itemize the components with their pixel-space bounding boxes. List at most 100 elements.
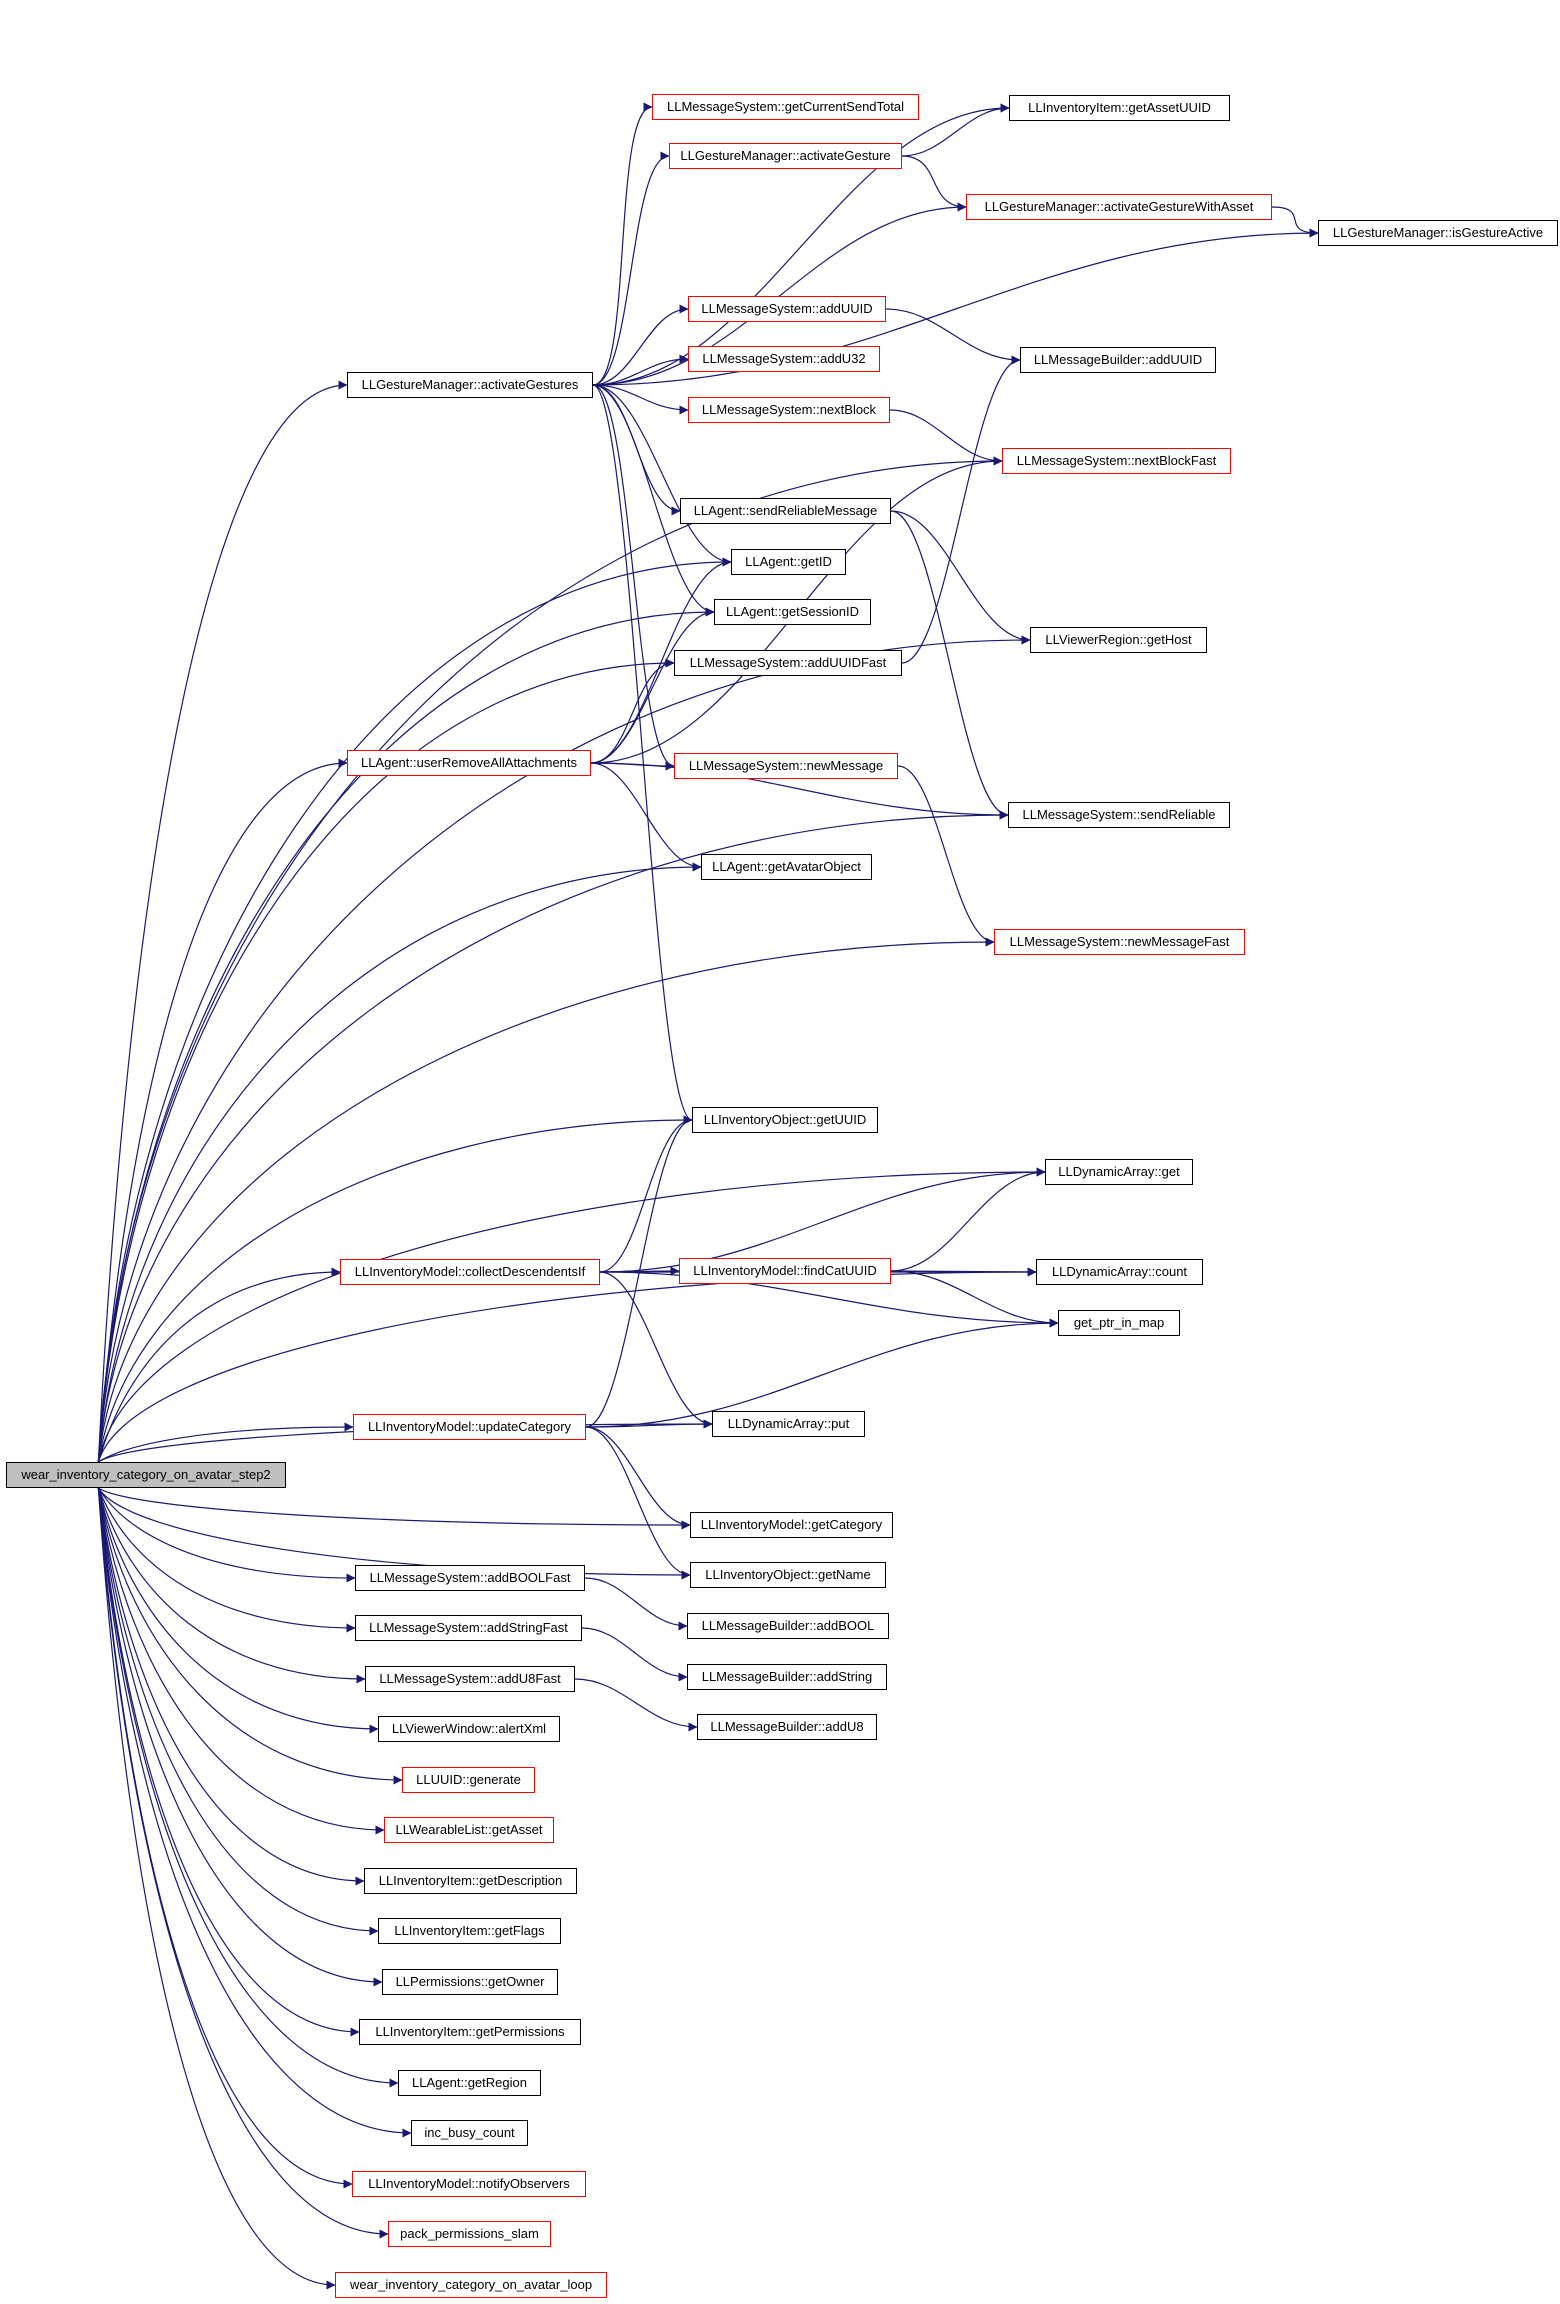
node-getdesc[interactable]: LLInventoryItem::getDescription	[364, 1868, 577, 1894]
node-lwgestures[interactable]: LLGestureManager::activateGestures	[347, 372, 593, 398]
node-dynput[interactable]: LLDynamicArray::put	[712, 1411, 865, 1437]
edge-addstringfast-to-mbaddstring	[581, 1627, 688, 1682]
edge-lwgestures-to-msgadduuid	[592, 304, 689, 386]
node-wearloop[interactable]: wear_inventory_category_on_avatar_loop	[335, 2272, 607, 2298]
edge-root-to-addboolfast	[97, 1487, 356, 1583]
edge-root-to-collect	[97, 1267, 341, 1463]
node-collect[interactable]: LLInventoryModel::collectDescendentsIf	[340, 1259, 600, 1285]
edge-root-to-getperms	[97, 1487, 360, 2037]
node-updatecat[interactable]: LLInventoryModel::updateCategory	[353, 1414, 586, 1440]
edge-root-to-getowner	[97, 1487, 383, 1987]
node-addu8fast[interactable]: LLMessageSystem::addU8Fast	[365, 1666, 575, 1692]
node-addu32[interactable]: LLMessageSystem::addU32	[688, 346, 880, 372]
node-addboolfast[interactable]: LLMessageSystem::addBOOLFast	[355, 1565, 585, 1591]
node-getasset[interactable]: LLWearableList::getAsset	[384, 1817, 554, 1843]
node-getptr[interactable]: get_ptr_in_map	[1058, 1310, 1180, 1336]
edge-root-to-getavatarobj	[97, 862, 702, 1463]
edge-root-to-alertxml	[97, 1487, 379, 1734]
node-msgadduuid[interactable]: LLMessageSystem::addUUID	[688, 296, 886, 322]
node-newmessagefast[interactable]: LLMessageSystem::newMessageFast	[994, 929, 1245, 955]
node-objgetuuid[interactable]: LLInventoryObject::getUUID	[692, 1107, 878, 1133]
edge-root-to-addstringfast	[97, 1487, 356, 1633]
node-findcatuuid[interactable]: LLInventoryModel::findCatUUID	[679, 1258, 891, 1284]
node-packperms[interactable]: pack_permissions_slam	[388, 2221, 551, 2247]
edge-updatecat-to-objgetname	[585, 1426, 691, 1580]
edge-uselremove-to-adduuidfast	[590, 658, 675, 764]
edge-lwgestures-to-nextblock	[592, 384, 689, 415]
edge-root-to-getdesc	[97, 1487, 365, 1886]
edge-root-to-notify	[97, 1487, 353, 2189]
edge-uselremove-to-sendreliable	[590, 762, 1009, 820]
edge-root-to-incbusy	[97, 1487, 412, 2138]
node-root[interactable]: wear_inventory_category_on_avatar_step2	[6, 1462, 286, 1488]
node-notify[interactable]: LLInventoryModel::notifyObservers	[352, 2171, 586, 2197]
node-getowner[interactable]: LLPermissions::getOwner	[382, 1969, 558, 1995]
edge-findcatuuid-to-dyncount	[890, 1267, 1037, 1277]
node-mbadduuid[interactable]: LLMessageBuilder::addUUID	[1020, 347, 1216, 373]
edge-root-to-uselremove	[97, 758, 348, 1463]
node-dynget[interactable]: LLDynamicArray::get	[1045, 1159, 1193, 1185]
edge-root-to-getid	[97, 557, 732, 1463]
edge-lwgestures-to-getid	[592, 384, 732, 567]
edge-collect-to-dynget	[599, 1167, 1046, 1273]
edge-sendreliablemsg-to-gethost	[890, 510, 1031, 645]
edge-root-to-getsessionid	[97, 607, 715, 1463]
edge-addboolfast-to-mbaddbool	[584, 1577, 688, 1631]
node-mbaddbool[interactable]: LLMessageBuilder::addBOOL	[687, 1613, 889, 1639]
edge-msgadduuid-to-mbadduuid	[885, 308, 1021, 365]
edge-root-to-sendreliable	[97, 810, 1009, 1463]
edge-adduuidfast-to-mbadduuid	[901, 355, 1021, 664]
node-isgestureactive[interactable]: LLGestureManager::isGestureActive	[1318, 220, 1558, 246]
node-activategesturewa[interactable]: LLGestureManager::activateGestureWithAss…	[966, 194, 1272, 220]
node-nextblockfast[interactable]: LLMessageSystem::nextBlockFast	[1002, 448, 1231, 474]
node-addstringfast[interactable]: LLMessageSystem::addStringFast	[355, 1615, 582, 1641]
node-nextblock[interactable]: LLMessageSystem::nextBlock	[688, 397, 890, 423]
edge-activategesturewa-to-isgestureactive	[1271, 206, 1319, 238]
node-sendreliable[interactable]: LLMessageSystem::sendReliable	[1008, 802, 1230, 828]
edge-lwgestures-to-isgestureactive	[592, 228, 1319, 386]
node-getperms[interactable]: LLInventoryItem::getPermissions	[359, 2019, 581, 2045]
node-newmessage[interactable]: LLMessageSystem::newMessage	[674, 753, 898, 779]
node-getflags[interactable]: LLInventoryItem::getFlags	[378, 1918, 561, 1944]
edge-root-to-packperms	[97, 1487, 389, 2239]
node-adduuidfast[interactable]: LLMessageSystem::addUUIDFast	[674, 650, 902, 676]
edge-collect-to-objgetuuid	[599, 1115, 693, 1273]
edge-updatecat-to-getcategory	[585, 1426, 691, 1530]
edge-updatecat-to-objgetuuid	[585, 1115, 693, 1428]
node-gethost[interactable]: LLViewerRegion::getHost	[1030, 627, 1207, 653]
edge-root-to-getasset	[97, 1487, 385, 1835]
node-getcategory[interactable]: LLInventoryModel::getCategory	[690, 1512, 893, 1538]
edge-root-to-addu8fast	[97, 1487, 366, 1684]
edge-root-to-generate	[97, 1487, 403, 1785]
node-objgetname[interactable]: LLInventoryObject::getName	[690, 1562, 886, 1588]
edge-addu8fast-to-mbaddu8	[574, 1678, 698, 1732]
node-generate[interactable]: LLUUID::generate	[402, 1767, 535, 1793]
edge-root-to-wearloop	[97, 1487, 336, 2290]
edge-root-to-getcategory	[98, 1487, 691, 1530]
node-alertxml[interactable]: LLViewerWindow::alertXml	[378, 1716, 560, 1742]
node-getsessionid[interactable]: LLAgent::getSessionID	[714, 599, 871, 625]
node-itemgetasset[interactable]: LLInventoryItem::getAssetUUID	[1009, 95, 1230, 121]
node-getcursend[interactable]: LLMessageSystem::getCurrentSendTotal	[652, 94, 919, 120]
edge-root-to-updatecat	[98, 1422, 354, 1463]
node-getavatarobj[interactable]: LLAgent::getAvatarObject	[701, 854, 872, 880]
node-activategesture[interactable]: LLGestureManager::activateGesture	[669, 143, 902, 169]
edge-lwgestures-to-newmessage	[592, 384, 675, 771]
edge-root-to-getregion	[97, 1487, 399, 2088]
node-dyncount[interactable]: LLDynamicArray::count	[1036, 1259, 1203, 1285]
node-mbaddu8[interactable]: LLMessageBuilder::addU8	[697, 1714, 877, 1740]
node-incbusy[interactable]: inc_busy_count	[411, 2120, 528, 2146]
node-getregion[interactable]: LLAgent::getRegion	[398, 2070, 541, 2096]
node-getid[interactable]: LLAgent::getID	[731, 549, 846, 575]
edge-uselremove-to-getavatarobj	[590, 762, 702, 872]
edge-findcatuuid-to-getptr	[890, 1270, 1059, 1328]
edge-collect-to-dynput	[599, 1271, 713, 1429]
edge-activategesture-to-activategesturewa	[901, 155, 967, 212]
edge-updatecat-to-getptr	[585, 1318, 1059, 1428]
edge-lwgestures-to-addu32	[592, 354, 689, 386]
node-mbaddstring[interactable]: LLMessageBuilder::addString	[687, 1664, 887, 1690]
node-uselremove[interactable]: LLAgent::userRemoveAllAttachments	[347, 750, 591, 776]
node-sendreliablemsg[interactable]: LLAgent::sendReliableMessage	[680, 498, 891, 524]
